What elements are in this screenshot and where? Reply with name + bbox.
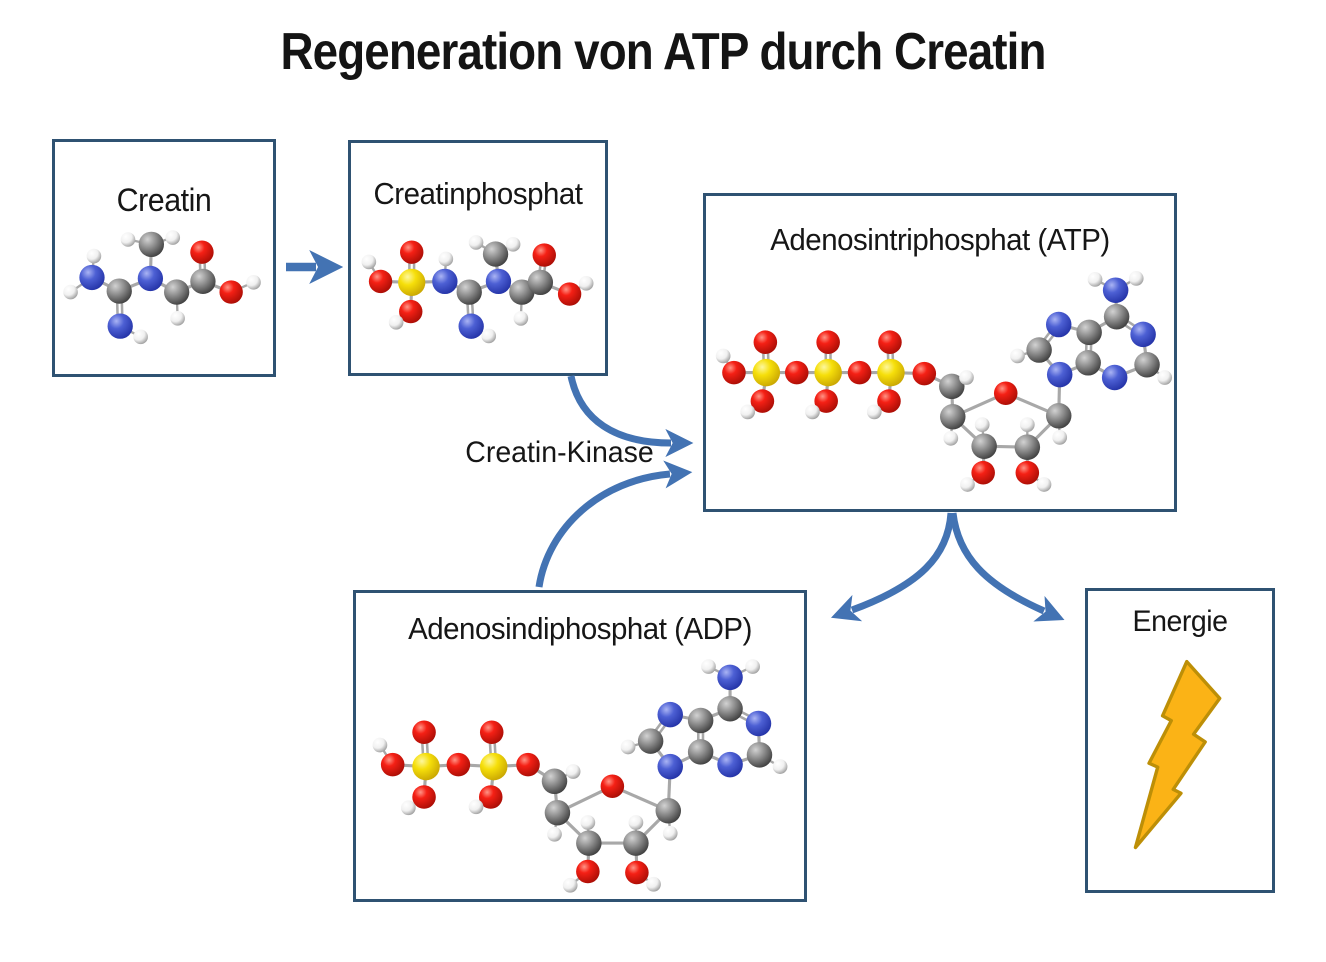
energie-box-label: Energie <box>1132 605 1228 638</box>
creatine-phosphate-molecule-illustration <box>361 235 594 344</box>
adp-molecule-illustration <box>372 659 788 893</box>
creatin-box: Creatin <box>52 139 276 377</box>
arrow-atp-to-energie <box>949 512 1065 622</box>
creatinphosphat-box-label: Creatinphosphat <box>373 176 583 211</box>
arrow-adp-to-atp <box>535 460 693 588</box>
lightning-bolt-icon <box>1133 659 1222 850</box>
atp-molecule-illustration <box>715 271 1173 492</box>
adp-box: Adenosindiphosphat (ADP) <box>353 590 807 902</box>
page-title: Regeneration von ATP durch Creatin <box>280 23 1046 81</box>
creatinphosphat-box: Creatinphosphat <box>348 140 608 376</box>
atp-box: Adenosintriphosphat (ATP) <box>703 193 1177 512</box>
lightning-bolt-shape <box>1133 659 1222 850</box>
atp-box-label: Adenosintriphosphat (ATP) <box>770 222 1110 257</box>
creatin-kinase-label: Creatin-Kinase <box>465 436 654 469</box>
energie-box: Energie <box>1085 588 1275 893</box>
adp-box-label: Adenosindiphosphat (ADP) <box>408 611 752 646</box>
creatine-molecule-illustration <box>63 230 261 345</box>
arrow-atp-to-adp <box>830 512 955 622</box>
creatin-box-label: Creatin <box>116 182 212 218</box>
arrow-creatinphosphat-to-atp <box>567 375 694 457</box>
